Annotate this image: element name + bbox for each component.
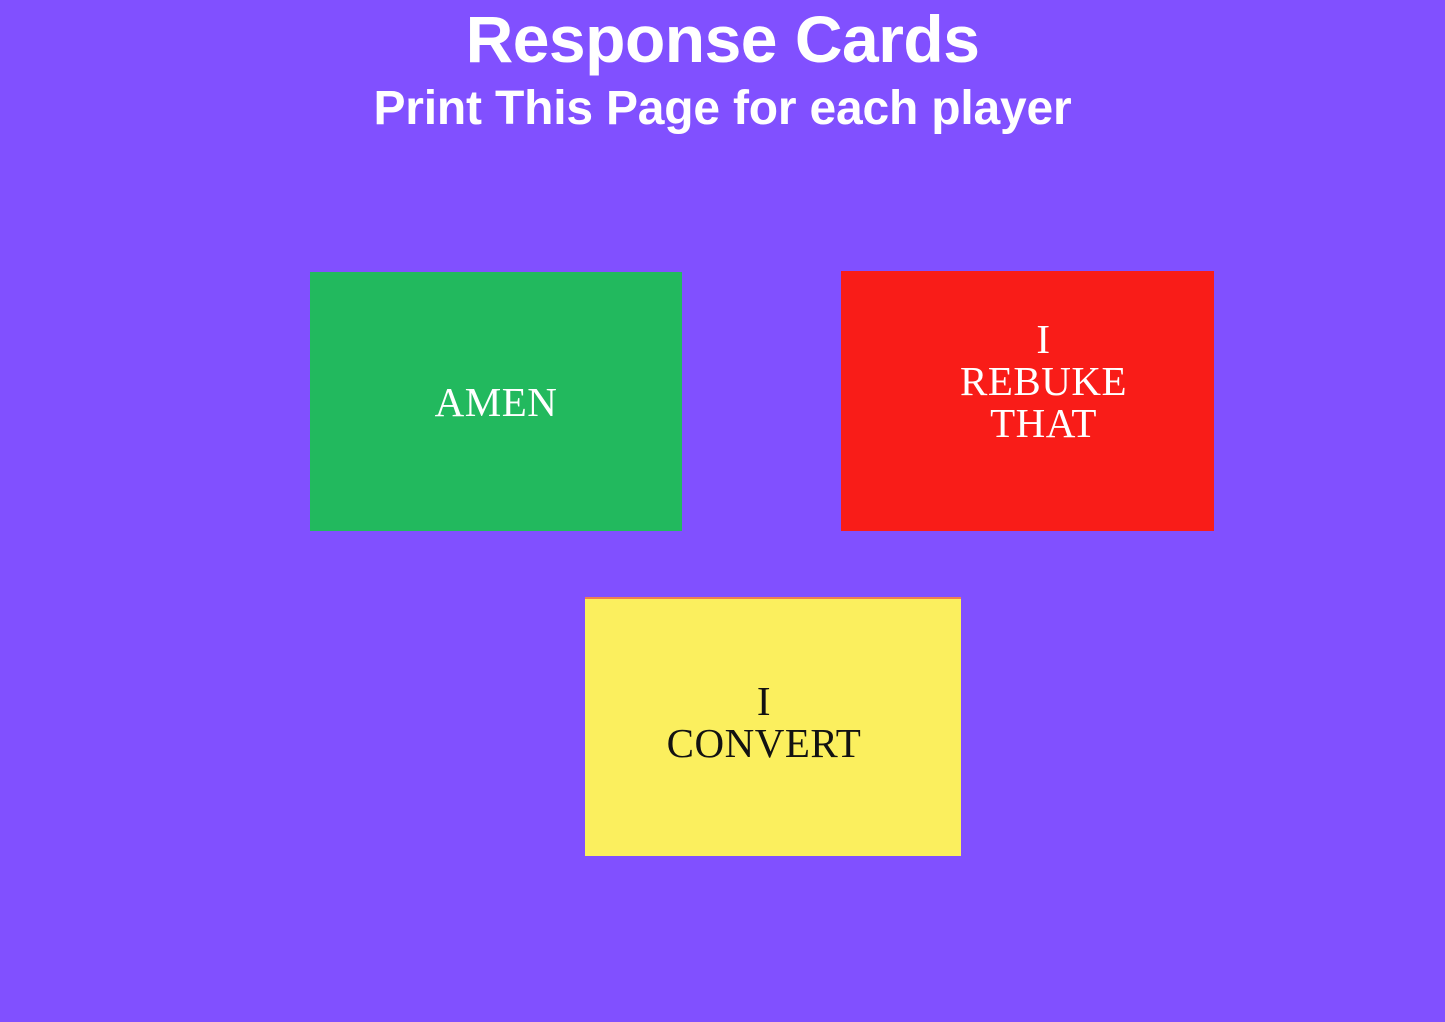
response-card-amen[interactable]: AMEN <box>310 272 682 531</box>
page-title: Response Cards <box>465 2 980 76</box>
response-card-rebuke[interactable]: I REBUKE THAT <box>841 271 1214 531</box>
page-heading: Response Cards Print This Page for each … <box>0 0 1445 140</box>
response-card-amen-label: AMEN <box>434 378 558 425</box>
page-subtitle: Print This Page for each player <box>373 82 1072 135</box>
response-card-convert-label: I CONVERT <box>666 677 862 766</box>
response-card-rebuke-label: I REBUKE THAT <box>960 316 1127 446</box>
response-card-convert[interactable]: I CONVERT <box>585 597 961 856</box>
